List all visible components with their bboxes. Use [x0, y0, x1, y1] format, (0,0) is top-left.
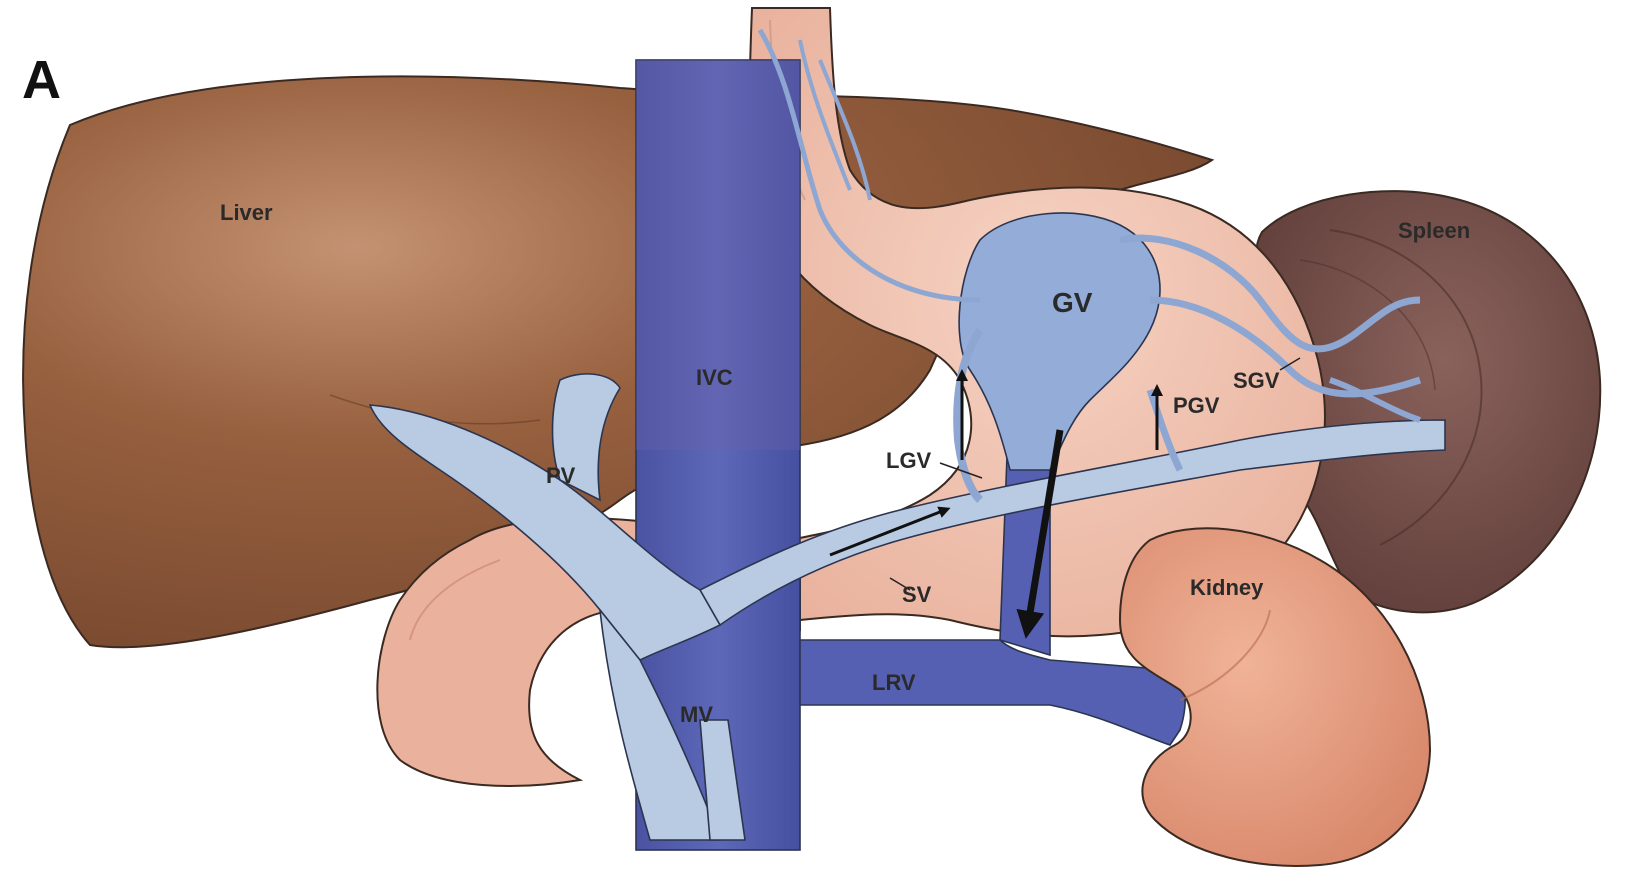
label-spleen: Spleen — [1398, 218, 1470, 243]
label-ivc: IVC — [696, 365, 733, 390]
label-lrv: LRV — [872, 670, 916, 695]
label-liver: Liver — [220, 200, 273, 225]
label-pv: PV — [546, 463, 576, 488]
label-gv: GV — [1052, 287, 1093, 318]
label-pgv: PGV — [1173, 393, 1220, 418]
label-kidney: Kidney — [1190, 575, 1264, 600]
label-sgv: SGV — [1233, 368, 1280, 393]
label-sv: SV — [902, 582, 932, 607]
panel-label: A — [22, 50, 61, 110]
label-lgv: LGV — [886, 448, 932, 473]
label-mv: MV — [680, 702, 713, 727]
